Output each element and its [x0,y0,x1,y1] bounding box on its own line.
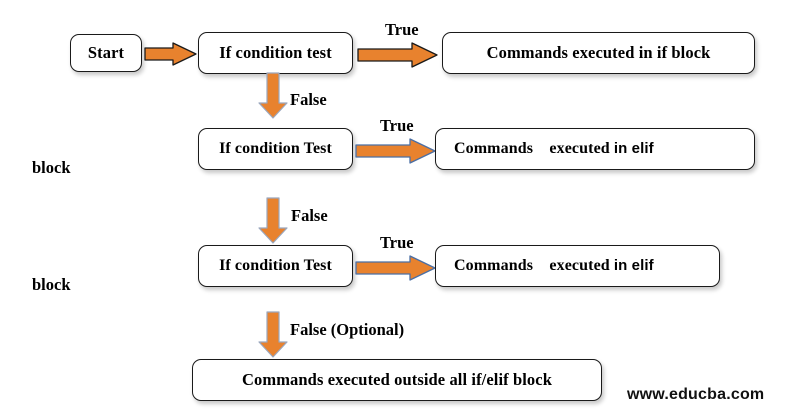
node-if-condition-test-1[interactable]: If condition test [198,32,353,74]
node-outside-commands-label: Commands executed outside all if/elif bl… [241,370,552,390]
node-elif-commands-1-label-sans: in elif [613,140,654,158]
side-label-block-1: block [32,158,71,177]
node-if-block-commands-label: Commands executed in if block [486,43,711,63]
arrow-start-to-if1 [144,42,197,66]
edge-label-true-2: True [380,116,414,135]
side-label-block-2: block [32,275,71,294]
node-if-condition-test-1-label: If condition test [219,43,332,63]
node-outside-commands[interactable]: Commands executed outside all if/elif bl… [192,359,602,401]
arrow-if2-false-down [258,197,288,244]
edge-label-false-1: False [290,90,327,109]
node-elif-commands-1-label-serif: Commands executed [454,139,614,157]
node-if-condition-test-3-label: If condition Test [219,256,332,274]
arrow-if3-false-down [258,311,288,358]
node-start-label: Start [87,43,125,63]
watermark-educba: www.educba.com [627,386,765,403]
node-if-condition-test-3[interactable]: If condition Test [198,245,353,287]
node-start[interactable]: Start [70,34,142,72]
arrow-if1-true [357,42,438,68]
edge-label-true-3: True [380,233,414,252]
arrow-if3-true [355,255,436,281]
node-if-condition-test-2[interactable]: If condition Test [198,128,353,170]
edge-label-false-optional: False (Optional) [290,320,405,339]
edge-label-true-1: True [385,20,419,39]
edge-label-false-2: False [291,206,328,225]
arrow-if2-true [355,138,436,164]
node-elif-commands-2-label-sans: in elif [613,257,654,275]
node-elif-commands-1[interactable]: Commands executed in elif [435,128,755,170]
node-elif-commands-2[interactable]: Commands executed in elif [435,245,720,287]
node-elif-commands-2-label-serif: Commands executed [454,256,614,274]
node-if-condition-test-2-label: If condition Test [219,139,332,157]
arrow-if1-false-down [258,72,288,119]
node-if-block-commands[interactable]: Commands executed in if block [442,32,755,74]
